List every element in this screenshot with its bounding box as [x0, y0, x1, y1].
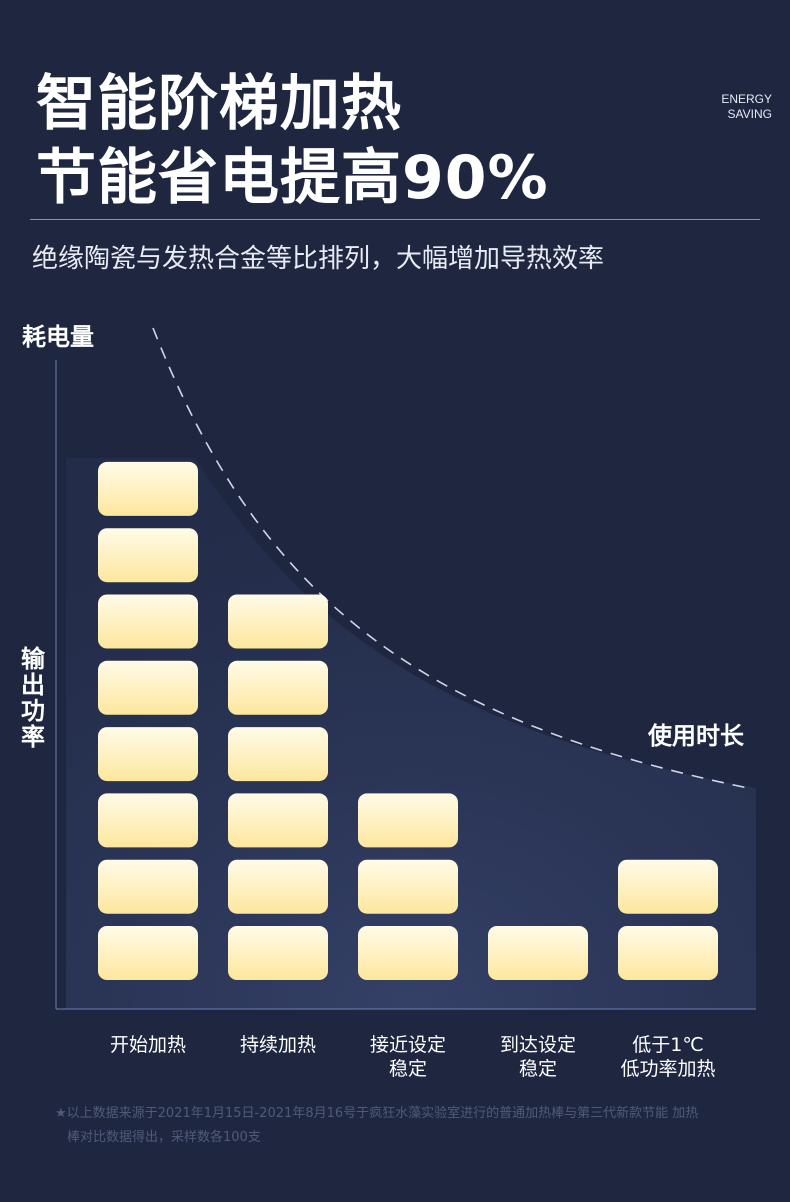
bar-block	[228, 727, 328, 782]
y-label-char: 率	[21, 723, 45, 751]
category-label: 接近设定	[370, 1034, 446, 1056]
header-divider	[30, 219, 760, 220]
category-labels: 开始加热持续加热接近设定稳定到达设定稳定低于1℃低功率加热	[110, 1034, 716, 1080]
category-label: 稳定	[519, 1058, 557, 1080]
bar-block	[228, 660, 328, 715]
category-label: 低于1℃	[632, 1034, 703, 1056]
badge-line-2: SAVING	[727, 107, 772, 121]
bar-block	[228, 793, 328, 848]
bar-block	[228, 926, 328, 980]
bar-block	[618, 926, 718, 980]
bar-block	[618, 859, 718, 914]
page-subtitle: 绝缘陶瓷与发热合金等比排列，大幅增加导热效率	[32, 244, 605, 274]
bar-column	[618, 859, 718, 980]
bar-block	[98, 528, 198, 583]
badge-line-1: ENERGY	[721, 92, 772, 106]
data-source-footnote: ★以上数据来源于2021年1月15日-2021年8月16号于疯狂水藻实验室进行的…	[55, 1102, 745, 1150]
page-title-line1: 智能阶梯加热	[36, 69, 402, 139]
bar-block	[358, 926, 458, 980]
bar-column	[358, 793, 458, 980]
usage-time-label: 使用时长	[647, 722, 745, 750]
bar-column	[488, 926, 588, 980]
usage-time-curve	[152, 327, 749, 789]
bar-block	[358, 793, 458, 848]
energy-saving-badge: ENERGY SAVING	[721, 92, 772, 122]
footnote-line-1: ★以上数据来源于2021年1月15日-2021年8月16号于疯狂水藻实验室进行的…	[55, 1106, 699, 1121]
y-label-char: 出	[21, 671, 45, 699]
category-label: 持续加热	[240, 1034, 316, 1056]
category-label: 低功率加热	[620, 1058, 715, 1080]
bar-block	[98, 461, 198, 516]
bar-block	[98, 926, 198, 980]
bar-block	[488, 926, 588, 980]
category-label: 开始加热	[110, 1034, 186, 1056]
category-label: 稳定	[389, 1058, 427, 1080]
y-label-char: 功	[21, 697, 45, 725]
bar-block	[98, 594, 198, 649]
step-heating-chart: 耗电量 使用时长 输出功率 开始加热持续加热接近设定稳定到达设定稳定低于1℃低功…	[21, 323, 756, 1080]
page-title-line2: 节能省电提高90%	[36, 143, 549, 213]
bar-block	[98, 727, 198, 782]
bar-block	[98, 859, 198, 914]
footnote-line-2: 棒对比数据得出，采样数各100支	[67, 1130, 261, 1145]
bar-block	[358, 859, 458, 914]
category-label: 到达设定	[500, 1034, 576, 1056]
power-consumption-label: 耗电量	[22, 323, 94, 351]
bar-block	[228, 859, 328, 914]
y-label-char: 输	[21, 645, 46, 673]
bar-block	[98, 660, 198, 715]
bar-column	[98, 461, 198, 980]
bar-block	[228, 594, 328, 649]
bar-column	[228, 594, 328, 980]
bars-group	[98, 461, 718, 980]
bar-block	[98, 793, 198, 848]
